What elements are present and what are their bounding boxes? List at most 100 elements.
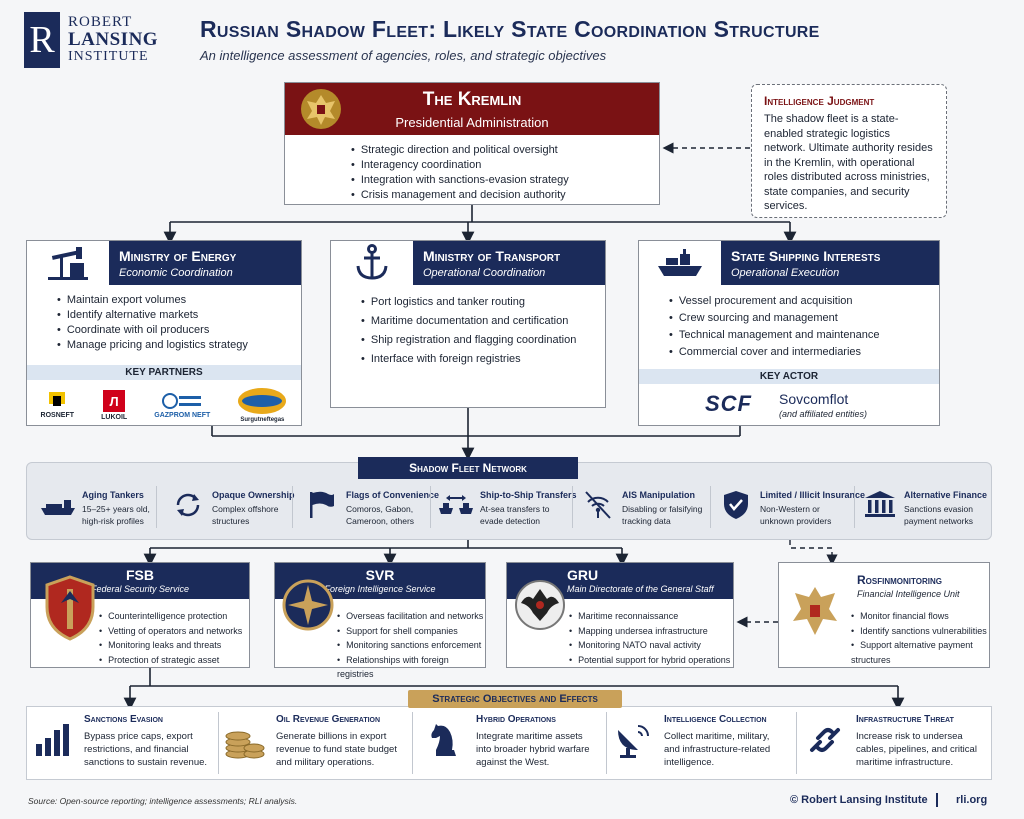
objective-title: Oil Revenue Generation xyxy=(276,714,381,725)
list-item: Maritime reconnaissance xyxy=(569,609,730,624)
fsb-list: Counterintelligence protection Vetting o… xyxy=(99,609,242,667)
logo-line-3: INSTITUTE xyxy=(68,49,149,64)
desc-line: evade detection xyxy=(480,516,541,526)
list-item: Maintain export volumes xyxy=(57,293,301,308)
coin-stack-icon xyxy=(225,731,265,759)
logo-mark: R xyxy=(24,12,60,68)
network-item-desc: Comoros, Gabon,Cameroon, others xyxy=(346,503,414,527)
list-item: Overseas facilitation and networks xyxy=(337,609,485,624)
network-item-title: Aging Tankers xyxy=(82,490,144,500)
list-item: Coordinate with oil producers xyxy=(57,323,301,338)
agency-title: FSB xyxy=(126,567,154,583)
list-item: Potential support for hybrid operations xyxy=(569,653,730,668)
desc-line: against the West. xyxy=(476,757,550,768)
site-link[interactable]: rli.org xyxy=(956,794,988,806)
copyright-credit: © Robert Lansing Institute xyxy=(790,794,928,806)
logo-line-2: LANSING xyxy=(68,29,159,50)
list-item: Integration with sanctions-evasion strat… xyxy=(351,173,659,188)
desc-line: Comoros, Gabon, xyxy=(346,504,414,514)
list-item: Monitoring sanctions enforcement xyxy=(337,638,485,653)
intelligence-judgment-box: Intelligence Judgment The shadow fleet i… xyxy=(751,84,947,218)
agency-title: GRU xyxy=(567,567,599,583)
bank-icon xyxy=(865,491,895,517)
kremlin-header: The Kremlin Presidential Administration xyxy=(285,83,659,135)
desc-line: Sanctions evasion xyxy=(904,504,973,514)
objective-title: Intelligence Collection xyxy=(664,714,767,725)
list-item: Monitoring NATO naval activity xyxy=(569,638,730,653)
list-item: Support for shell companies xyxy=(337,624,485,639)
logo-line-1: ROBERT xyxy=(68,14,133,30)
kremlin-box: The Kremlin Presidential Administration … xyxy=(284,82,660,205)
desc-line: tracking data xyxy=(622,516,671,526)
energy-list: Maintain export volumes Identify alterna… xyxy=(27,285,301,353)
footer-divider xyxy=(936,793,938,807)
agency-title: SVR xyxy=(365,567,395,583)
desc-line: At-sea transfers to xyxy=(480,504,550,514)
page-subtitle: An intelligence assessment of agencies, … xyxy=(200,48,607,63)
list-item: Relationships with foreign registries xyxy=(337,653,485,682)
ministry-transport-card: Ministry of Transport Operational Coordi… xyxy=(330,240,606,408)
list-item: Vetting of operators and networks xyxy=(99,624,242,639)
divider xyxy=(796,712,797,774)
kremlin-subtitle: Presidential Administration xyxy=(395,115,549,130)
ministry-energy-card: Ministry of Energy Economic Coordination… xyxy=(26,240,302,426)
anchor-icon xyxy=(331,241,413,285)
desc-line: payment networks xyxy=(904,516,973,526)
desc-line: high-risk profiles xyxy=(82,516,144,526)
actor-note: (and affiliated entities) xyxy=(779,409,868,419)
list-item: Mapping undersea infrastructure xyxy=(569,624,730,639)
rosneft-logo: ROSNEFT xyxy=(41,391,74,419)
divider xyxy=(218,712,219,774)
list-item: Ship registration and flagging coordinat… xyxy=(361,331,605,350)
fsb-card: FSB Federal Security Service Counterinte… xyxy=(30,562,250,668)
scf-logo: SCF xyxy=(705,391,752,416)
desc-line: 15–25+ years old, xyxy=(82,504,150,514)
divider xyxy=(606,712,607,774)
rli-logo: R ROBERT LANSING INSTITUTE xyxy=(24,12,164,70)
judgment-title: Intelligence Judgment xyxy=(764,94,875,108)
network-item-title: Alternative Finance xyxy=(904,490,988,500)
card-title: Ministry of Transport xyxy=(423,248,561,264)
divider xyxy=(156,486,157,528)
list-item: Crew sourcing and management xyxy=(669,310,939,327)
card-subtitle: Operational Execution xyxy=(731,267,840,279)
list-item: Identify sanctions vulnerabilities xyxy=(851,624,987,639)
desc-line: Collect maritime, military, xyxy=(664,731,770,742)
objective-title: Sanctions Evasion xyxy=(84,714,163,725)
desc-line: structures xyxy=(212,516,250,526)
gru-card: GRU Main Directorate of the General Staf… xyxy=(506,562,734,668)
key-partners-label: KEY PARTNERS xyxy=(27,365,301,380)
shipping-list: Vessel procurement and acquisition Crew … xyxy=(639,285,939,361)
key-actor-label: KEY ACTOR xyxy=(639,369,939,384)
gazprom-neft-logo: GAZPROM NEFT xyxy=(154,392,210,419)
desc-line: Non-Western or xyxy=(760,504,820,514)
partner-name: Surgutneftegas xyxy=(240,417,285,423)
network-item-title: Opaque Ownership xyxy=(212,490,295,500)
objective-title: Hybrid Operations xyxy=(476,714,556,725)
list-item: Monitor financial flows xyxy=(851,609,987,624)
oil-pump-icon xyxy=(27,241,109,285)
fsb-shield-emblem-icon xyxy=(45,575,95,641)
desc-line: cables, pipelines, and critical xyxy=(856,744,977,755)
network-item-title: Flags of Convenience xyxy=(346,490,440,500)
network-item-title: Ship-to-Ship Transfers xyxy=(480,490,577,500)
card-title: State Shipping Interests xyxy=(731,248,881,264)
signal-off-icon xyxy=(585,491,611,519)
objectives-title: Strategic Objectives and Effects xyxy=(408,690,622,708)
network-item-title: Limited / Illicit Insurance xyxy=(760,490,866,500)
objective-title: Infrastructure Threat xyxy=(856,714,954,725)
divider xyxy=(292,486,293,528)
ship-transfer-icon xyxy=(439,495,473,514)
source-note: Source: Open-source reporting; intellige… xyxy=(28,796,298,806)
desc-line: maritime infrastructure. xyxy=(856,757,954,768)
gru-bat-emblem-icon xyxy=(515,580,565,630)
objective-desc: Collect maritime, military,and infrastru… xyxy=(664,730,770,769)
list-item: Identify alternative markets xyxy=(57,308,301,323)
bar-chart-icon xyxy=(36,724,69,756)
agency-subtitle: Foreign Intelligence Service xyxy=(324,584,436,594)
